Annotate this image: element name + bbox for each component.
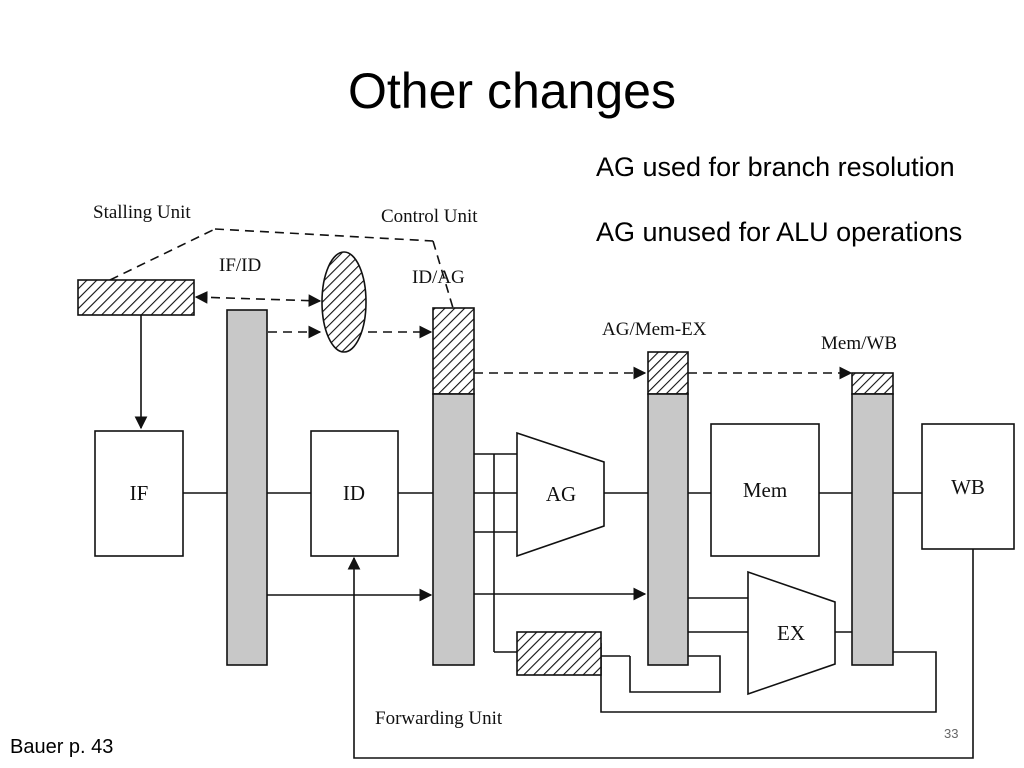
mem-wb-label: Mem/WB [821, 333, 897, 354]
ag-stage-label: AG [546, 482, 576, 506]
id-stage-label: ID [343, 481, 365, 505]
wb-stage-box [921, 423, 1015, 550]
register-id-ag [432, 393, 475, 666]
if-stage-label: IF [130, 481, 149, 505]
slide-title: Other changes [348, 63, 676, 119]
page-number: 33 [944, 726, 959, 741]
stalling-unit-latch [77, 279, 195, 316]
mem-stage-label: Mem [743, 478, 787, 502]
control-unit [321, 251, 367, 353]
register-if-id [226, 309, 268, 666]
wb-stage-label: WB [951, 475, 985, 499]
register-mem-wb [851, 393, 894, 666]
mem-stage-box [710, 423, 820, 557]
if-id-label: IF/ID [219, 255, 261, 276]
ag-unit-shape [516, 431, 605, 558]
forwarding-unit-latch [516, 631, 602, 676]
ag-mem-ex-label: AG/Mem-EX [602, 319, 707, 340]
id-stage-box [310, 430, 399, 557]
stalling-unit-label: Stalling Unit [93, 202, 191, 223]
control-unit-label: Control Unit [381, 206, 478, 227]
note-branch-resolution: AG used for branch resolution [596, 152, 955, 182]
ex-stage-label: EX [777, 621, 805, 645]
id-ag-label: ID/AG [412, 267, 465, 288]
register-ag-mem-ex-control [647, 351, 689, 395]
register-id-ag-control [432, 307, 475, 395]
datapath-wires [109, 228, 974, 759]
if-stage-box [94, 430, 184, 557]
forwarding-unit-label: Forwarding Unit [375, 708, 503, 729]
register-ag-mem-ex [647, 393, 689, 666]
citation: Bauer p. 43 [10, 736, 114, 758]
note-alu-operations: AG unused for ALU operations [596, 217, 963, 247]
ex-unit-shape [747, 570, 836, 696]
register-mem-wb-control [851, 372, 894, 395]
